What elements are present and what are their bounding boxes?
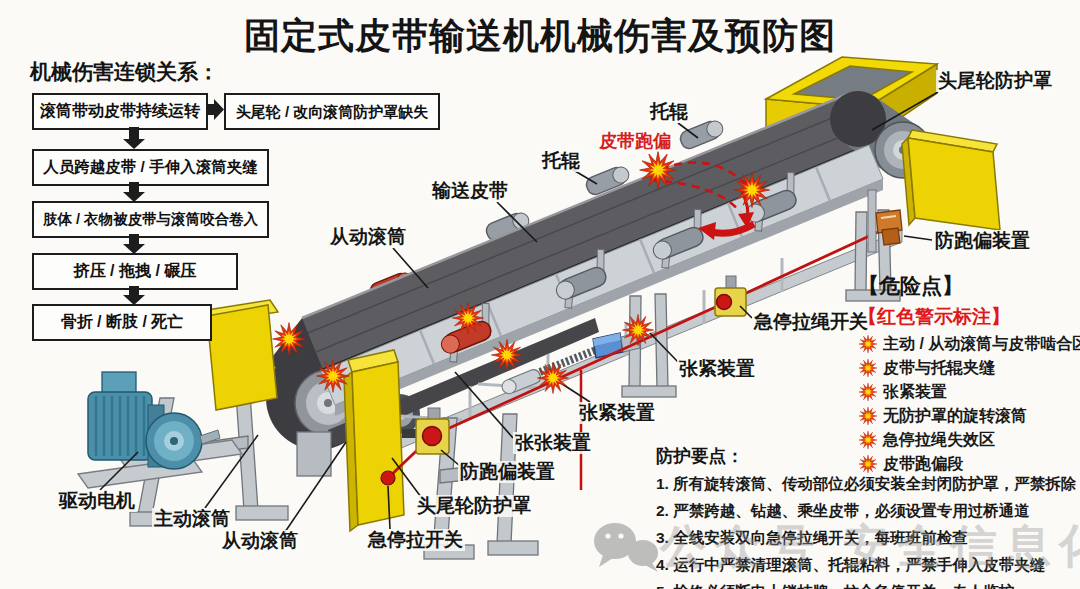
label-drive-pulley: 主动滚筒 [152, 508, 232, 530]
label-estop-pull-switch: 急停拉开关 [366, 529, 465, 551]
starburst-icon [858, 406, 878, 426]
starburst-icon [858, 430, 878, 450]
watermark-text: 公众号 安全信息化顾问老焦 [660, 516, 1080, 578]
danger-subtitle: 【红色警示标注】 [858, 304, 1080, 330]
label-anti-deviation-bottom: 防跑偏装置 [458, 461, 557, 483]
danger-title: 【危险点】 [858, 272, 1080, 300]
label-head-guard-bottom: 头尾轮防护罩 [415, 495, 533, 517]
starburst-icon [858, 382, 878, 402]
label-tension-mid: 张紧装置 [577, 402, 657, 424]
starburst-icon [858, 454, 878, 474]
label-estop-rope-switch: 急停拉绳开关 [752, 311, 870, 333]
danger-item: 张紧装置 [858, 383, 1080, 402]
danger-item: 无防护罩的旋转滚筒 [858, 407, 1080, 426]
danger-item: 主动 / 从动滚筒与皮带啮合区 [858, 335, 1080, 354]
starburst-icon [858, 358, 878, 378]
label-belt-deviation: 皮带跑偏 [597, 131, 673, 152]
label-drive-motor: 驱动电机 [57, 490, 137, 512]
label-tension-alt: 张张装置 [513, 432, 593, 454]
danger-item: 皮带与托辊夹缝 [858, 359, 1080, 378]
starburst-icon [858, 334, 878, 354]
label-driven-pulley-lower: 从动滚筒 [220, 530, 300, 552]
danger-item: 皮带跑偏段 [858, 455, 1080, 474]
danger-item: 急停拉绳失效区 [858, 431, 1080, 450]
label-head-guard-top: 头尾轮防护罩 [936, 70, 1054, 92]
label-idler-right: 托辊 [648, 101, 690, 123]
label-idler-left: 托辊 [540, 150, 582, 172]
label-anti-deviation-right: 防跑偏装置 [933, 230, 1032, 252]
label-conveyor-belt: 输送皮带 [430, 180, 510, 202]
label-driven-pulley-upper: 从动滚筒 [328, 226, 408, 248]
label-tension-right: 张紧装置 [677, 358, 757, 380]
danger-panel: 【危险点】 【红色警示标注】 主动 / 从动滚筒与皮带啮合区 皮带与托辊夹缝 张… [858, 272, 1080, 474]
